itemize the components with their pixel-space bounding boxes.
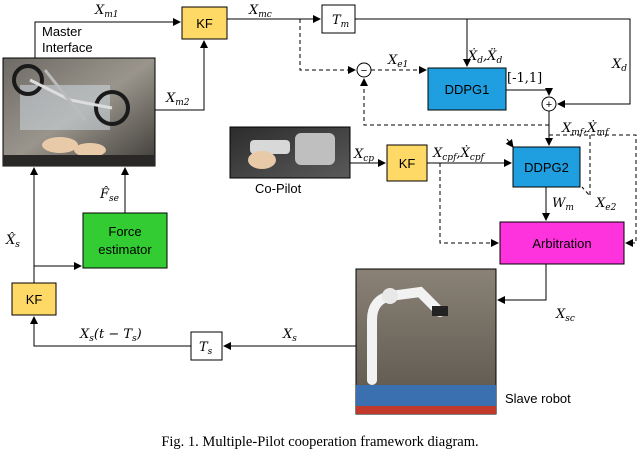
ddpg1-label: DDPG1 bbox=[445, 82, 490, 97]
kf-copilot-label: KF bbox=[399, 156, 416, 171]
master-interface-photo bbox=[2, 57, 156, 167]
signal-labels: Xm1 Xm2 Xmc Ẋd,Ẍd Xd Xe1 [-1,1] Xmf,Ẋmf … bbox=[5, 3, 627, 344]
label-xm2: Xm2 bbox=[165, 91, 190, 108]
label-xs-hat: X̂s bbox=[5, 232, 20, 250]
label-xe1: Xe1 bbox=[387, 53, 408, 70]
kf-left-label: KF bbox=[26, 292, 43, 307]
sum-node-1: − bbox=[356, 62, 372, 78]
sum-node-2: + bbox=[541, 96, 557, 112]
minus-sign: − bbox=[361, 65, 367, 77]
label-xs-delay: Xs(t − Ts) bbox=[79, 327, 142, 344]
kf-block-left: KF bbox=[11, 282, 57, 316]
figure-caption: Fig. 1. Multiple-Pilot cooperation frame… bbox=[161, 434, 478, 450]
ddpg2-label: DDPG2 bbox=[524, 160, 569, 175]
master-interface-label-2: Interface bbox=[42, 40, 93, 55]
label-xmf: Xmf,Ẋmf bbox=[561, 119, 610, 138]
label-xd-dot-xdd: Ẋd,Ẍd bbox=[467, 47, 502, 66]
label-xmc: Xmc bbox=[248, 3, 272, 20]
label-wm: Wm bbox=[552, 196, 574, 213]
label-fse: F̂se bbox=[99, 186, 119, 204]
ddpg2-block: DDPG2 bbox=[512, 146, 581, 188]
copilot-photo bbox=[229, 126, 351, 179]
label-xe2: Xe2 bbox=[595, 196, 617, 213]
arbitration-label: Arbitration bbox=[532, 236, 591, 251]
force-estimator-label-2: estimator bbox=[98, 242, 152, 257]
label-xcp: Xcp bbox=[353, 147, 374, 164]
slave-robot-label: Slave robot bbox=[505, 391, 571, 406]
tm-delay-block: Tm bbox=[321, 4, 356, 34]
label-xd: Xd bbox=[611, 57, 627, 74]
label-xcpf: Xcpf,Ẋcpf bbox=[432, 144, 486, 163]
force-estimator-label-1: Force bbox=[108, 224, 141, 239]
plus-sign: + bbox=[546, 99, 552, 111]
ts-label: Ts bbox=[199, 340, 213, 357]
dashed-connections bbox=[299, 19, 637, 247]
kf-block-top: KF bbox=[181, 6, 228, 40]
ddpg1-block: DDPG1 bbox=[427, 67, 507, 111]
tm-label: Tm bbox=[332, 13, 349, 30]
solid-connections bbox=[30, 15, 631, 350]
arbitration-block: Arbitration bbox=[499, 221, 625, 265]
ts-delay-block: Ts bbox=[190, 331, 223, 361]
master-interface-label-1: Master bbox=[42, 24, 82, 39]
label-xm1: Xm1 bbox=[94, 3, 119, 20]
copilot-label: Co-Pilot bbox=[255, 181, 302, 196]
label-range: [-1,1] bbox=[507, 71, 542, 86]
label-xs: Xs bbox=[282, 327, 297, 344]
force-estimator-block: Force estimator bbox=[82, 212, 168, 269]
slave-robot-photo bbox=[355, 268, 497, 415]
kf-top-label: KF bbox=[196, 16, 213, 31]
label-xsc: Xsc bbox=[555, 307, 575, 324]
kf-block-copilot: KF bbox=[386, 144, 428, 182]
